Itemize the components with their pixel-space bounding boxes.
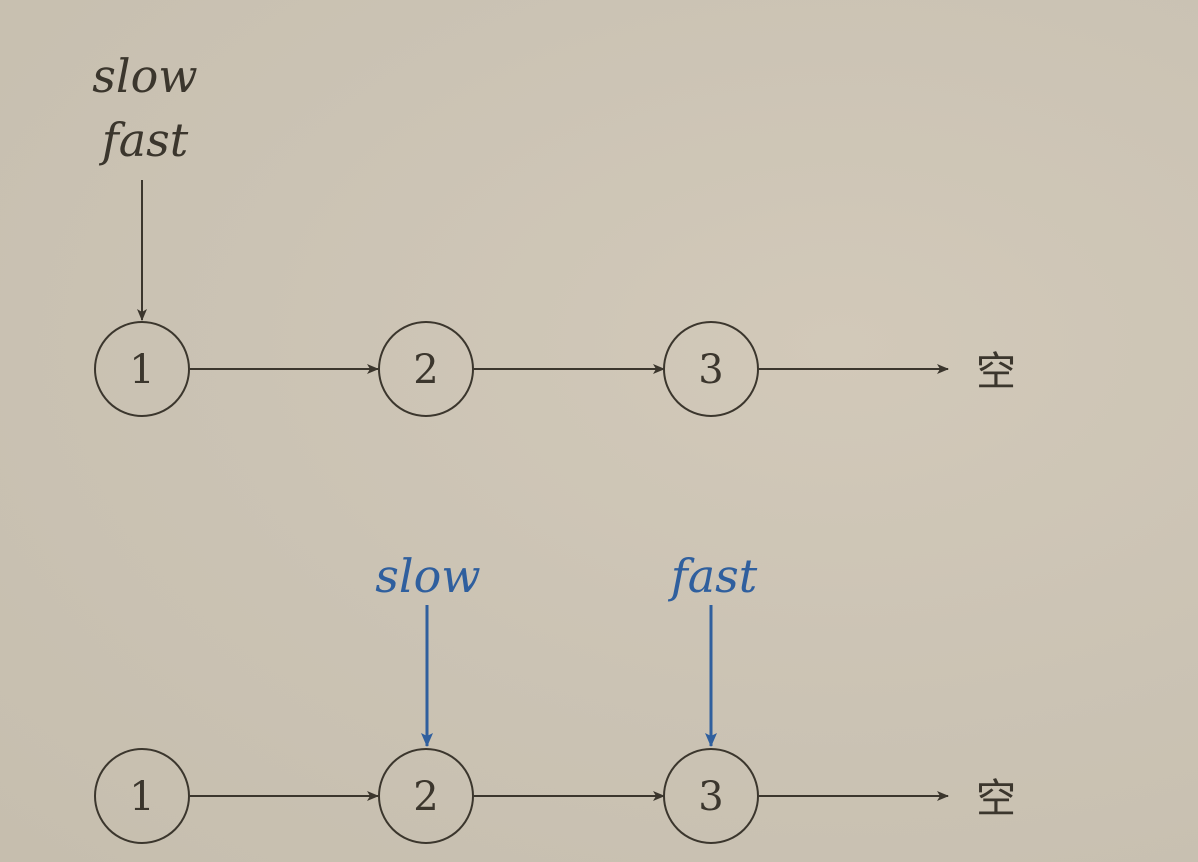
fast-label: fast bbox=[99, 113, 189, 167]
slow-label: slow bbox=[375, 549, 480, 603]
node-1 bbox=[94, 748, 190, 844]
node-3 bbox=[663, 321, 759, 417]
node-value: 2 bbox=[413, 774, 438, 820]
node-2 bbox=[378, 321, 474, 417]
slow-label: slow bbox=[92, 49, 197, 103]
node-value: 3 bbox=[698, 774, 723, 820]
node-3 bbox=[663, 748, 759, 844]
node-value: 3 bbox=[698, 347, 723, 393]
node-value: 1 bbox=[129, 347, 154, 393]
bottom-list: slow fast 1 2 3 空 bbox=[94, 549, 1016, 844]
null-label: 空 bbox=[976, 349, 1016, 395]
node-2 bbox=[378, 748, 474, 844]
node-1 bbox=[94, 321, 190, 417]
fast-label: fast bbox=[668, 549, 758, 603]
node-value: 2 bbox=[413, 347, 438, 393]
top-list: slow fast 1 2 3 空 bbox=[92, 49, 1016, 417]
null-label: 空 bbox=[976, 776, 1016, 822]
node-value: 1 bbox=[129, 774, 154, 820]
